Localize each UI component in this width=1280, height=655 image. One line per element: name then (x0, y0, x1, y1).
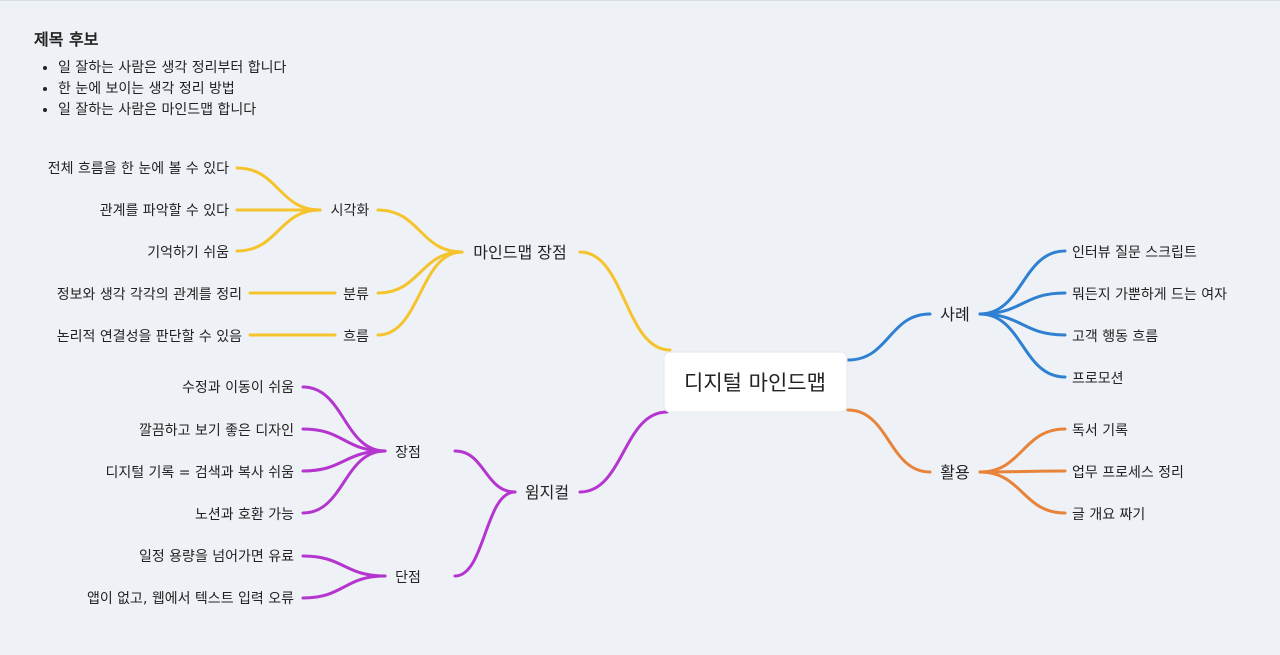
connector-uses-item (978, 470, 1067, 515)
pros-flow-node[interactable]: 흐름 (343, 329, 369, 345)
cases-item[interactable]: 뭐든지 가뿐하게 드는 여자 (1072, 287, 1227, 303)
title-candidates-note: 제목 후보 일 잘하는 사람은 생각 정리부터 합니다 한 눈에 보이는 생각 … (34, 26, 286, 121)
connector-root-whimsical (578, 410, 669, 494)
connector-visual-item (235, 208, 322, 253)
uses-item[interactable]: 업무 프로세스 정리 (1072, 465, 1184, 481)
connector-merits-item (301, 449, 387, 515)
pros-visual-item[interactable]: 기억하기 쉬움 (147, 245, 229, 261)
connector-whimsical-merits (453, 449, 517, 494)
cases-item[interactable]: 인터뷰 질문 스크립트 (1072, 245, 1197, 261)
title-candidates-heading: 제목 후보 (34, 30, 99, 49)
uses-item[interactable]: 독서 기록 (1072, 423, 1128, 439)
connector-whimsical-demerits (453, 490, 517, 578)
root-node[interactable]: 디지털 마인드맵 (663, 351, 848, 413)
whimsical-demerits-item[interactable]: 앱이 없고, 웹에서 텍스트 입력 오류 (87, 591, 294, 607)
connector-root-pros (578, 250, 672, 352)
connector-uses-item (978, 427, 1067, 474)
branch-pros[interactable]: 마인드맵 장점 (473, 243, 566, 262)
whimsical-demerits-item[interactable]: 일정 용량을 넘어가면 유료 (139, 549, 294, 565)
connector-pros-visual (376, 208, 464, 254)
branch-whimsical[interactable]: 윔지컬 (525, 483, 569, 502)
root-node-label: 디지털 마인드맵 (684, 371, 826, 395)
pros-visual-item[interactable]: 관계를 파악할 수 있다 (100, 203, 229, 219)
cases-item[interactable]: 고객 행동 흐름 (1072, 329, 1158, 345)
connector-uses-item (978, 469, 1067, 474)
pros-visual-node[interactable]: 시각화 (331, 203, 370, 219)
whimsical-merits-item[interactable]: 노션과 호환 가능 (195, 507, 294, 523)
whimsical-merits-item[interactable]: 수정과 이동이 쉬움 (182, 380, 294, 396)
pros-classify-node[interactable]: 분류 (343, 287, 369, 303)
mindmap-connectors (235, 166, 1067, 600)
whimsical-demerits-node[interactable]: 단점 (395, 570, 421, 586)
connector-pros-flow (376, 250, 464, 337)
root-node-box (663, 351, 848, 413)
connector-root-cases (846, 312, 932, 362)
title-candidate-item[interactable]: 일 잘하는 사람은 생각 정리부터 합니다 (58, 58, 286, 79)
connector-cases-item (978, 312, 1067, 379)
title-candidate-item[interactable]: 일 잘하는 사람은 마인드맵 합니다 (58, 100, 286, 121)
whimsical-merits-item[interactable]: 깔끔하고 보기 좋은 디자인 (139, 423, 294, 439)
pros-classify-item[interactable]: 정보와 생각 각각의 관계를 정리 (57, 287, 242, 303)
branch-uses[interactable]: 활용 (940, 463, 969, 482)
title-candidates-list: 일 잘하는 사람은 생각 정리부터 합니다 한 눈에 보이는 생각 정리 방법 … (34, 58, 286, 121)
whimsical-merits-node[interactable]: 장점 (395, 445, 421, 461)
uses-item[interactable]: 글 개요 짜기 (1072, 507, 1145, 523)
connector-merits-item (301, 385, 387, 453)
connector-root-uses (846, 408, 932, 474)
top-divider (0, 0, 1280, 1)
branch-cases[interactable]: 사례 (940, 305, 969, 324)
pros-flow-item[interactable]: 논리적 연결성을 판단할 수 있음 (57, 329, 242, 345)
title-candidate-item[interactable]: 한 눈에 보이는 생각 정리 방법 (58, 79, 286, 100)
pros-visual-item[interactable]: 전체 흐름을 한 눈에 볼 수 있다 (48, 161, 229, 177)
connector-demerits-item (301, 554, 387, 578)
connector-demerits-item (301, 574, 387, 600)
cases-item[interactable]: 프로모션 (1072, 371, 1124, 387)
connector-pros-classify (376, 250, 464, 295)
connector-cases-item (978, 249, 1067, 316)
whimsical-merits-item[interactable]: 디지털 기록 = 검색과 복사 쉬움 (105, 465, 294, 481)
connector-visual-item (235, 166, 322, 212)
